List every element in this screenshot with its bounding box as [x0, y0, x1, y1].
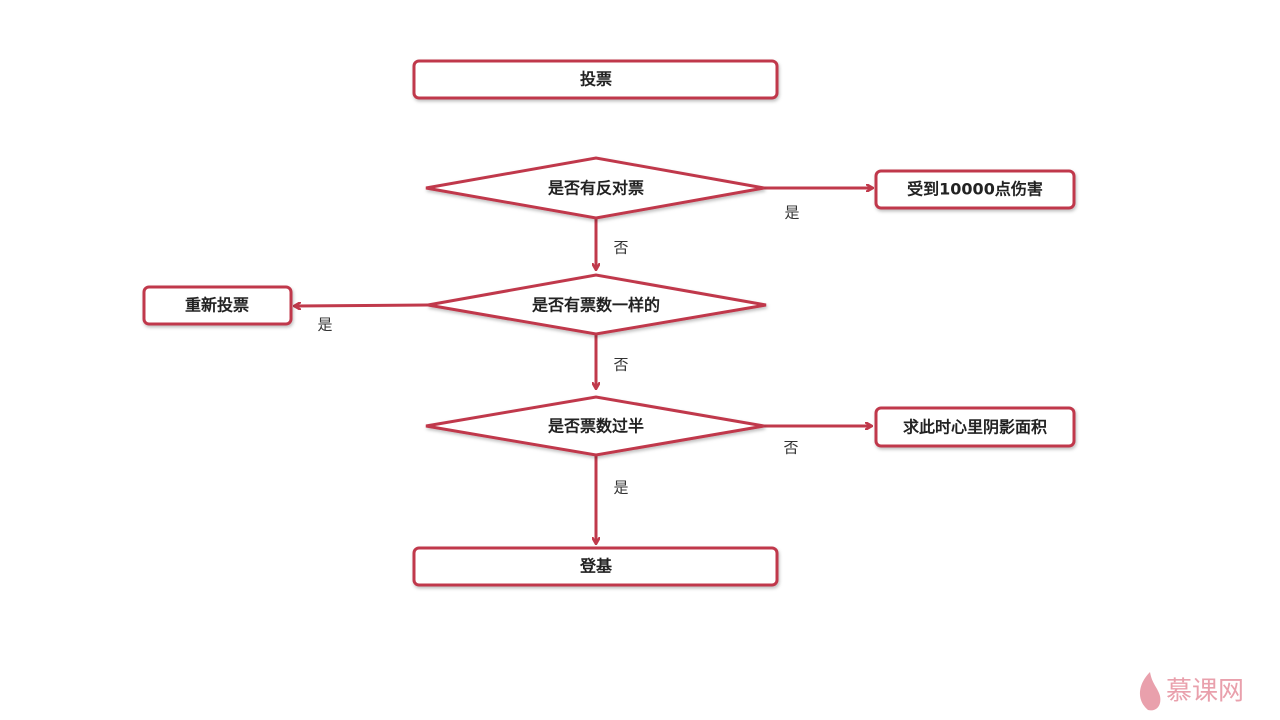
r2-label: 重新投票	[185, 296, 249, 315]
q2-yes-label: 是	[317, 316, 332, 334]
decision-q2	[427, 273, 767, 336]
q3-yes-label: 是	[613, 479, 628, 497]
q3-label: 是否票数过半	[547, 417, 644, 436]
q3-no-label: 否	[783, 439, 798, 457]
r1-label: 受到10000点伤害	[907, 180, 1043, 199]
result-r3-node	[874, 406, 1076, 448]
q2-no-label: 否	[613, 356, 628, 374]
q1-yes-label: 是	[784, 204, 799, 222]
q2-label: 是否有票数一样的	[531, 296, 660, 315]
decision-q1	[425, 156, 765, 220]
r3-label: 求此时心里阴影面积	[903, 418, 1047, 437]
q1-no-label: 否	[613, 239, 628, 257]
end-label: 登基	[579, 557, 613, 576]
edge-q2-yes	[295, 305, 429, 306]
watermark-logo: 慕课网	[1166, 677, 1244, 707]
q1-label: 是否有反对票	[547, 179, 644, 198]
start-label: 投票	[580, 70, 612, 89]
start-node	[412, 59, 779, 100]
result-r1-node	[874, 169, 1076, 210]
decision-q3	[425, 395, 765, 457]
result-r2-node	[142, 285, 293, 326]
flame-icon	[1139, 672, 1161, 711]
end-node	[412, 546, 779, 587]
